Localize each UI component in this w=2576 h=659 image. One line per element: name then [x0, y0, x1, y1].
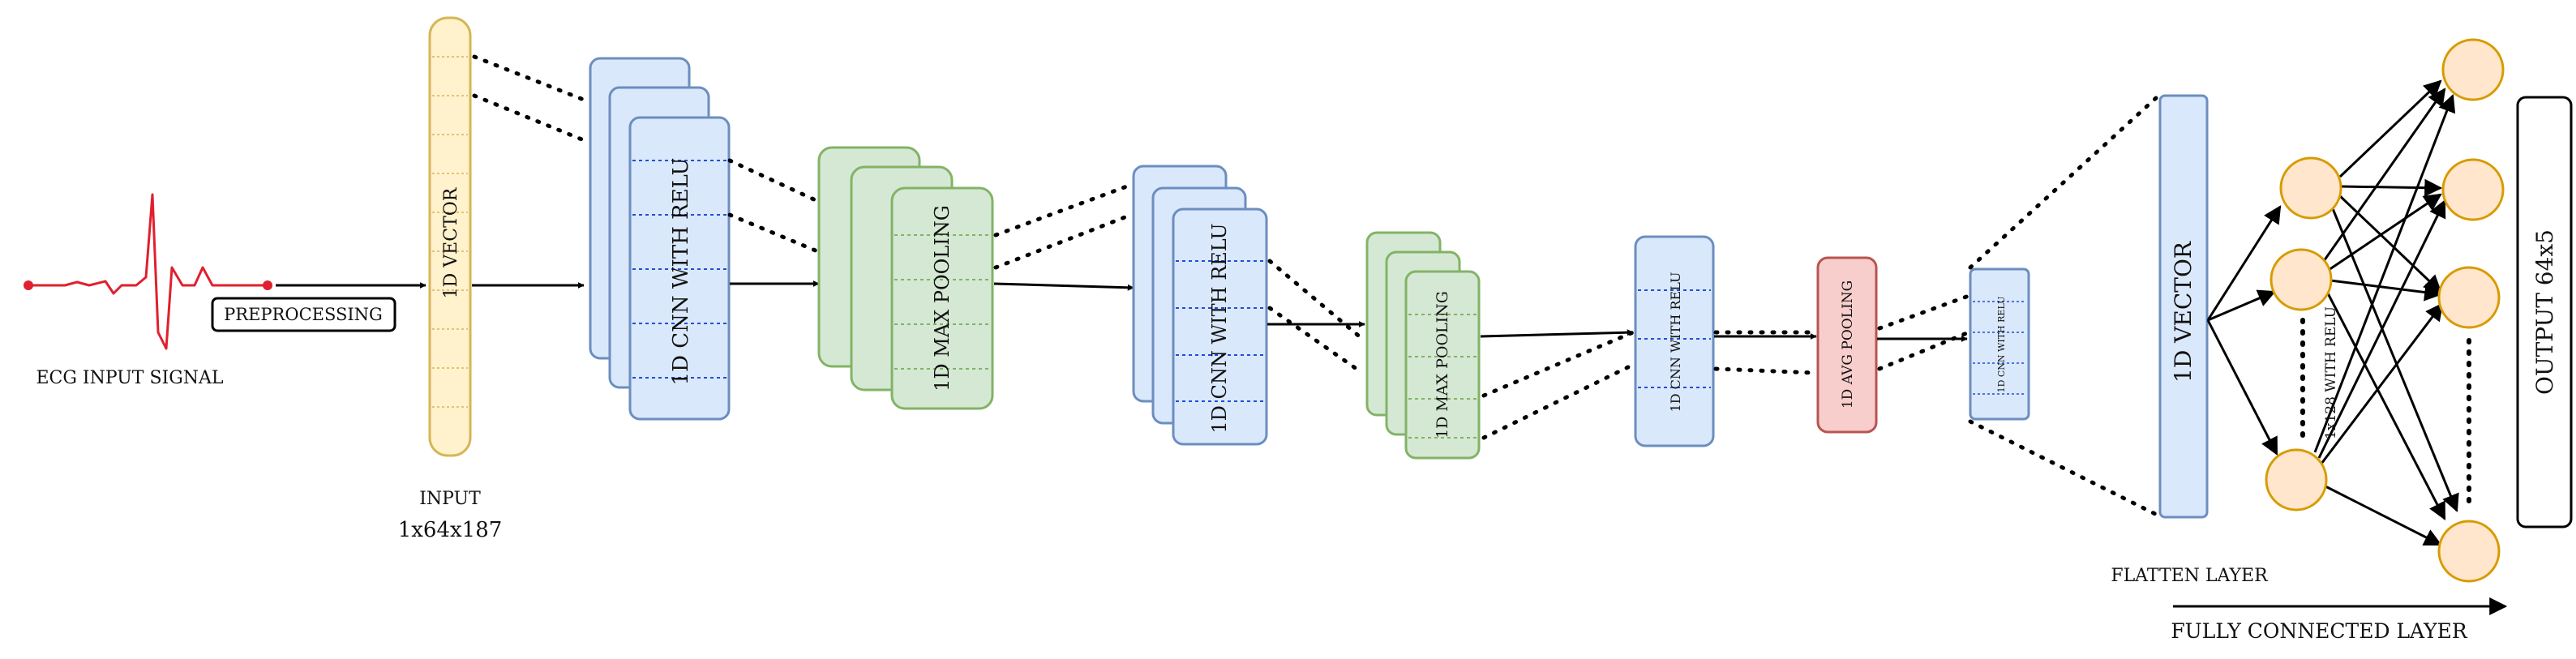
- max-pool-block-1: [817, 146, 994, 410]
- fc-caption: FULLY CONNECTED LAYER: [2171, 619, 2468, 643]
- output-neuron-4: [2437, 520, 2501, 583]
- ecg-start-dot: [24, 280, 33, 290]
- ecg-input-signal: [24, 193, 272, 350]
- cnn-block-1: [589, 57, 731, 421]
- cnn2-label: 1D CNN WITH RELU: [1208, 223, 1231, 433]
- fc-hidden-label: 1x128 WITH RELU: [2323, 306, 2339, 439]
- input-shape: 1x64x187: [398, 518, 503, 542]
- flatten-dotted-lines: [1968, 95, 2159, 517]
- receptive-field-lines-5: [1481, 330, 1635, 440]
- output-neuron-3: [2437, 266, 2501, 329]
- cnn1-label: 1D CNN WITH RELU: [669, 158, 693, 386]
- cnn-block-4: [1969, 267, 2030, 421]
- flatten-vector: [2158, 94, 2209, 519]
- cnn-block-3: [1634, 235, 1715, 447]
- output-box: [2516, 96, 2573, 528]
- input-vector: [428, 16, 472, 457]
- cnn3-label: 1D CNN WITH RELU: [1668, 272, 1683, 413]
- pool1-label: 1D MAX POOLING: [931, 205, 954, 392]
- avg-pool-block: [1816, 256, 1878, 434]
- flatten-caption: FLATTEN LAYER: [2111, 566, 2269, 586]
- ecg-end-dot: [263, 280, 272, 290]
- receptive-field-lines-2: [727, 158, 820, 254]
- ecg-signal-label: ECG INPUT SIGNAL: [36, 368, 223, 388]
- receptive-field-lines-3: [993, 182, 1134, 270]
- pool2-label: 1D MAX POOLING: [1434, 291, 1451, 439]
- hidden-neuron-3: [2265, 448, 2328, 511]
- flatten-vector-label: 1D VECTOR: [2170, 241, 2197, 383]
- max-pool-block-2: [1365, 231, 1481, 460]
- preprocessing-label: PREPROCESSING: [224, 305, 383, 324]
- receptive-field-lines-6: [1713, 330, 1817, 375]
- receptive-field-lines-4: [1267, 259, 1365, 375]
- receptive-field-lines-7: [1877, 293, 1971, 371]
- cnn4-label: 1D CNN WITH RELU: [1996, 297, 2007, 393]
- output-neuron-1: [2441, 38, 2505, 101]
- input-caption: INPUT: [419, 489, 481, 509]
- preprocessing-box: [211, 297, 396, 332]
- fc-hidden-neurons: [2265, 156, 2342, 511]
- cnn-block-2: [1132, 165, 1268, 446]
- output-label: OUTPUT 64x5: [2531, 229, 2558, 395]
- hidden-neuron-2: [2270, 248, 2333, 311]
- ecg-waveform: [28, 193, 268, 350]
- receptive-field-lines-1: [472, 54, 590, 144]
- avgpool-label: 1D AVG POOLING: [1840, 280, 1856, 409]
- arrow-pool2-to-cnn3: [1480, 329, 1634, 338]
- hidden-neuron-1: [2279, 156, 2342, 220]
- fc-output-neurons: [2437, 38, 2505, 583]
- input-vector-label: 1D VECTOR: [441, 186, 461, 298]
- fc-connections: [2206, 79, 2459, 546]
- arrow-pool1-to-cnn2: [993, 282, 1134, 291]
- output-neuron-2: [2441, 158, 2505, 221]
